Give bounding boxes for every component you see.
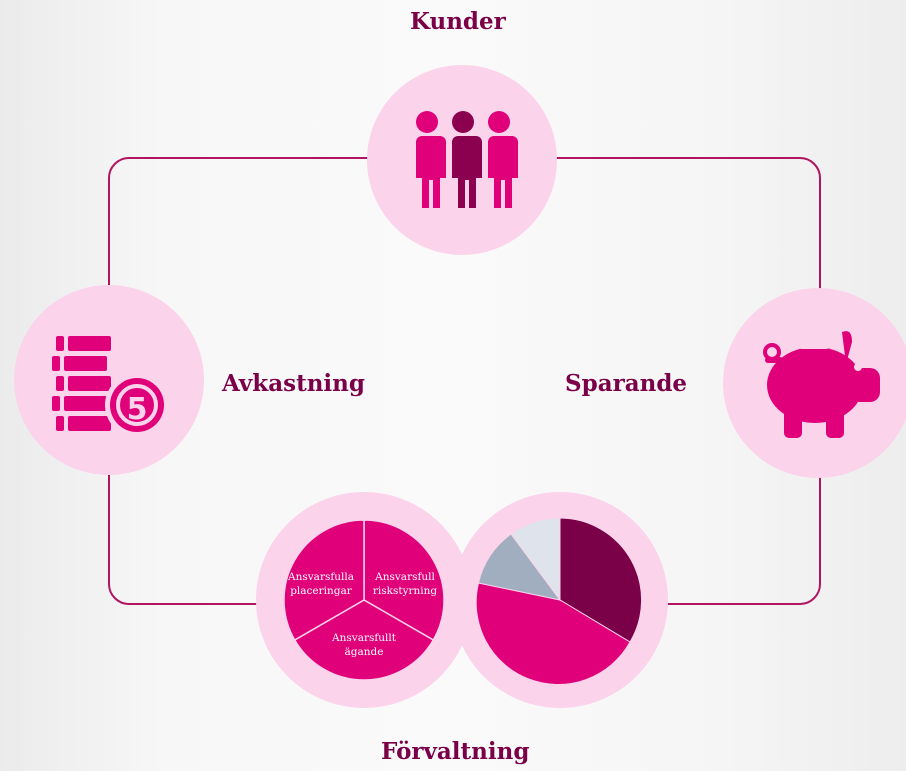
forvaltning-node: Ansvarsfulla placeringar Ansvarsfull ris… [256, 492, 668, 708]
piggy-bank-icon [763, 331, 880, 438]
pie-slice-dark [559, 517, 643, 643]
label-sparande: Sparande [565, 370, 688, 397]
pie-label-placeringar-2: placeringar [290, 585, 353, 597]
pie-label-riskstyrning-1: Ansvarsfull [374, 571, 435, 583]
coin-stack-icon: 5 [52, 336, 169, 437]
responsibility-pie: Ansvarsfulla placeringar Ansvarsfull ris… [283, 519, 445, 681]
pie-slice-bright [475, 582, 631, 685]
sparande-node [723, 288, 906, 478]
pie-label-placeringar-1: Ansvarsfulla [287, 571, 354, 583]
avkastning-node: 5 [14, 285, 204, 475]
label-kunder: Kunder [410, 8, 506, 35]
label-avkastning: Avkastning [222, 370, 365, 397]
pie-slice-light [510, 517, 561, 602]
kunder-node [367, 65, 557, 255]
coin-number: 5 [127, 392, 148, 427]
pie-slice-agande [293, 599, 435, 681]
allocation-pie [475, 517, 643, 685]
pie-label-agande-2: ägande [345, 646, 384, 658]
pie-slice-riskstyrning [363, 519, 445, 642]
label-forvaltning: Förvaltning [381, 738, 530, 765]
pie-label-riskstyrning-2: riskstyrning [373, 585, 438, 597]
pie-label-agande-1: Ansvarsfullt [331, 632, 397, 644]
pie-slice-placeringar [283, 519, 365, 642]
people-group-icon [414, 111, 518, 208]
